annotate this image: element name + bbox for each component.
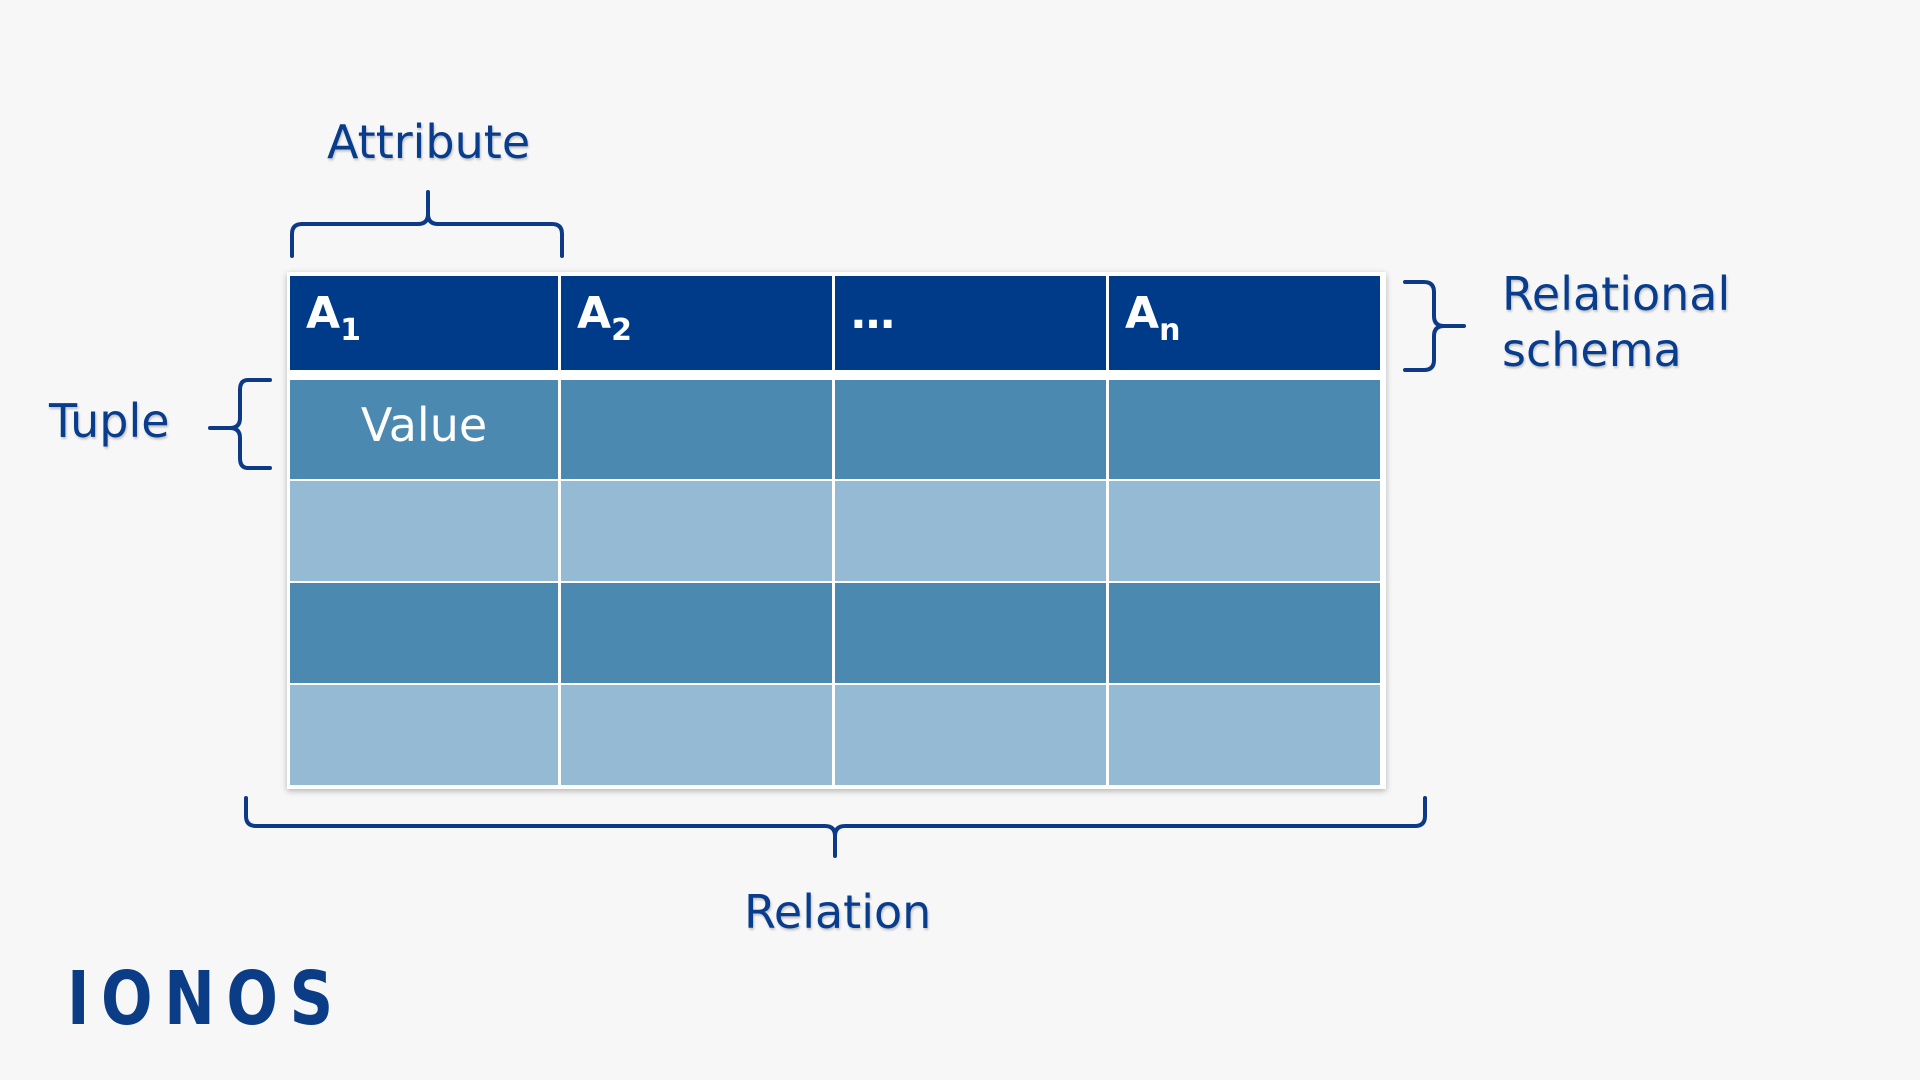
header-an-subscript: n (1159, 313, 1181, 348)
table-cell (290, 583, 558, 683)
header-an-text: A (1125, 288, 1160, 339)
header-cell-an: An (1109, 276, 1380, 370)
relational-schema-label: Relational schema (1502, 266, 1762, 378)
table-cell (835, 583, 1106, 683)
relation-brace (244, 796, 1427, 858)
attribute-brace (290, 190, 564, 258)
header-a2-text: A (577, 288, 612, 339)
relation-label: Relation (744, 885, 932, 939)
header-a1-subscript: 1 (340, 313, 361, 348)
table-cell (1109, 380, 1380, 479)
header-ellipsis-text: … (851, 288, 895, 339)
relational-schema-brace (1403, 280, 1466, 372)
header-cell-a2: A2 (561, 276, 832, 370)
table-cell (1109, 685, 1380, 785)
value-text: Value (360, 398, 488, 452)
table-cell (290, 481, 558, 581)
header-a2-subscript: 2 (611, 313, 632, 348)
table-cell (1109, 481, 1380, 581)
table-cell (835, 481, 1106, 581)
header-a1-text: A (306, 288, 341, 339)
header-cell-a1: A1 (290, 276, 558, 370)
table-cell (561, 380, 832, 479)
table-cell (561, 481, 832, 581)
table-cell (561, 583, 832, 683)
tuple-brace (208, 378, 272, 470)
table-cell (1109, 583, 1380, 683)
attribute-label: Attribute (327, 115, 531, 169)
table-cell (835, 685, 1106, 785)
header-cell-ellipsis: … (835, 276, 1106, 370)
tuple-cell: Value (290, 380, 558, 479)
ionos-logo: IONOS (67, 956, 345, 1042)
relational-schema-text: Relational schema (1502, 267, 1731, 378)
table-cell (835, 380, 1106, 479)
relation-table: A1 A2 … An Value (287, 272, 1386, 789)
table-cell (561, 685, 832, 785)
table-cell (290, 685, 558, 785)
tuple-label: Tuple (49, 394, 170, 448)
